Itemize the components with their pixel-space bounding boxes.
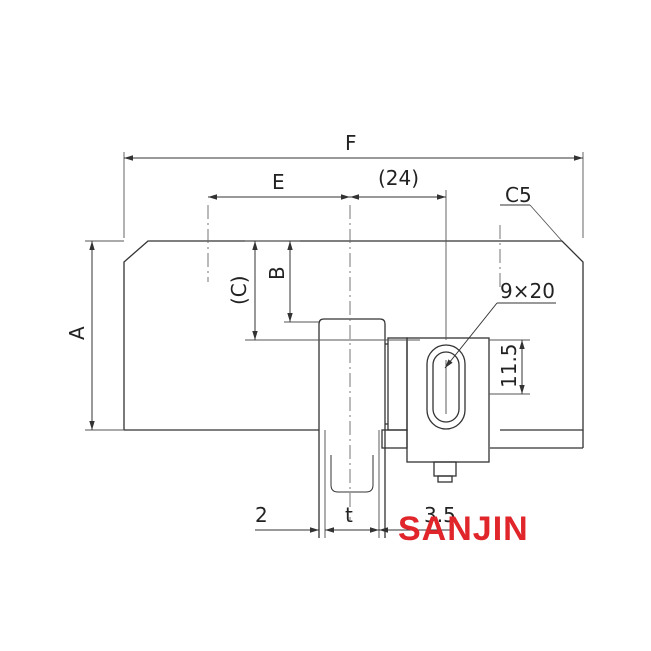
- label-24: (24): [378, 166, 419, 190]
- label-C: (C): [227, 275, 251, 305]
- label-3-5: 3.5: [424, 503, 456, 527]
- sanjin-logo: SANJIN: [398, 510, 529, 548]
- label-B: B: [265, 266, 289, 280]
- label-F: F: [345, 131, 357, 155]
- clamp-bracket: [381, 337, 490, 483]
- label-t: t: [345, 503, 353, 527]
- label-slot: 9×20: [500, 279, 555, 303]
- dimension-lines: [89, 155, 583, 533]
- label-11-5: 11.5: [497, 343, 521, 388]
- label-E: E: [272, 170, 285, 194]
- logo-text: SANJIN: [398, 510, 529, 548]
- dimension-labels: F E (24) C5 A B (C) 9×20 11.5 2 t 3.5: [65, 131, 555, 527]
- center-lines: [207, 205, 501, 520]
- jaw-tongue: [318, 318, 386, 538]
- label-A: A: [65, 326, 89, 340]
- label-C5: C5: [505, 183, 532, 207]
- label-2: 2: [255, 503, 268, 527]
- slot-9x20: [426, 344, 466, 430]
